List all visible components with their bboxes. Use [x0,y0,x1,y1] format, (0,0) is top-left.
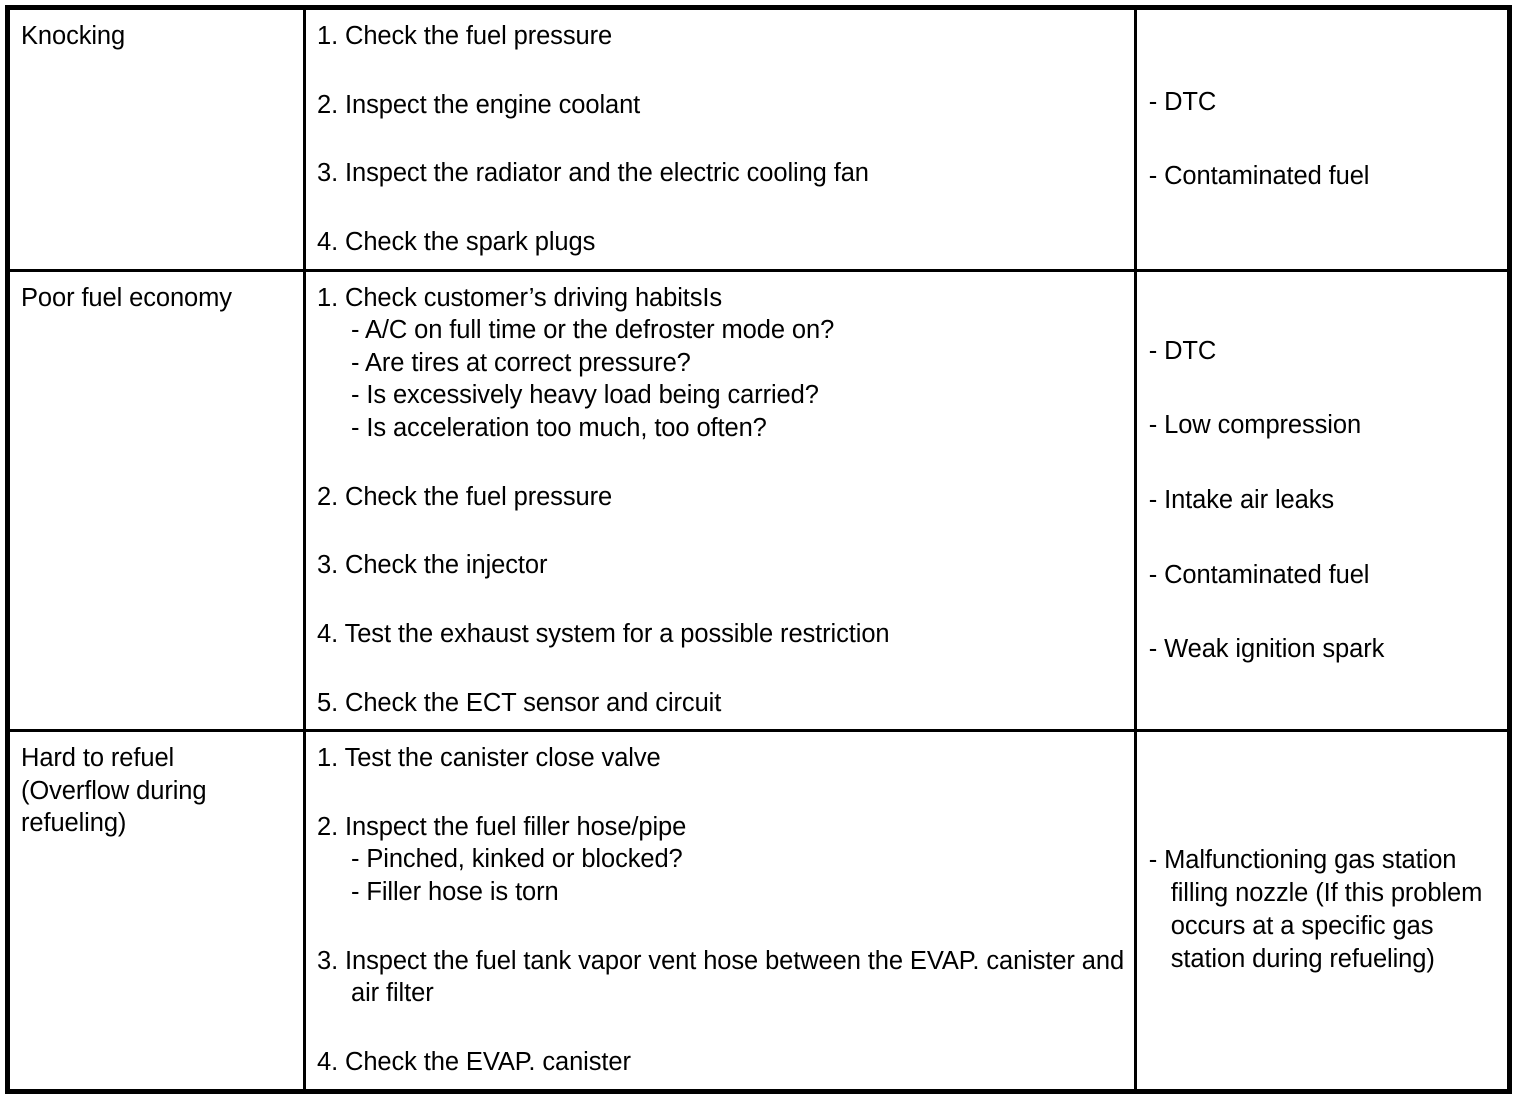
inspection-step-list: 1. Check the fuel pressure 2. Inspect th… [306,10,1134,269]
inspection-substep: - Are tires at correct pressure? [350,348,691,377]
cause-list: - DTC - Low compression - Intake air lea… [1137,325,1507,676]
inspection-cell-poor-fuel-economy: 1. Check customer’s driving habitsIs - A… [304,268,1137,731]
spacer [1149,591,1501,633]
inspection-step: 4. Test the exhaust system for a possibl… [316,619,890,648]
spacer [317,53,1126,89]
inspection-step: 2. Inspect the fuel filler hose/pipe [316,812,687,841]
inspection-cell-knocking: 1. Check the fuel pressure 2. Inspect th… [304,7,1137,270]
symptom-text-block: Poor fuel economy [10,272,303,325]
cause-item: - Weak ignition spark [1148,635,1385,664]
inspection-substep: - Is excessively heavy load being carrie… [350,381,819,410]
symptom-label-line3: refueling) [21,809,127,838]
inspection-step-list: 1. Check customer’s driving habitsIs - A… [306,272,1134,730]
symptom-label: Poor fuel economy [21,283,232,312]
table-row: Knocking 1. Check the fuel pressure 2. I… [7,7,1510,270]
inspection-step: 1. Test the canister close valve [316,744,661,773]
inspection-step: 3. Inspect the radiator and the electric… [316,159,869,188]
spacer [317,651,1126,687]
table-row: Hard to refuel (Overflow during refuelin… [7,729,1510,1091]
inspection-step: 4. Check the spark plugs [316,227,596,256]
spacer [317,445,1126,481]
cause-item: - Contaminated fuel [1148,162,1370,191]
cause-cell-knocking: - DTC - Contaminated fuel [1135,7,1510,270]
cause-cell-hard-to-refuel: - Malfunctioning gas station filling noz… [1135,729,1510,1091]
table-row: Poor fuel economy 1. Check customer’s dr… [7,268,1510,731]
inspection-step: 1. Check the fuel pressure [316,22,613,50]
cause-item: - Low compression [1148,411,1362,440]
inspection-substep: - Pinched, kinked or blocked? [350,845,683,874]
symptom-text-block: Hard to refuel (Overflow during refuelin… [10,732,303,850]
spacer [1149,442,1501,484]
inspection-cell-hard-to-refuel: 1. Test the canister close valve 2. Insp… [304,729,1137,1091]
cause-cell-poor-fuel-economy: - DTC - Low compression - Intake air lea… [1135,268,1510,731]
inspection-substep: - A/C on full time or the defroster mode… [350,316,835,345]
table-body: Knocking 1. Check the fuel pressure 2. I… [7,7,1510,1091]
inspection-step-list: 1. Test the canister close valve 2. Insp… [306,732,1134,1088]
inspection-step-continuation: air filter [350,979,434,1008]
symptom-cell-hard-to-refuel: Hard to refuel (Overflow during refuelin… [7,729,306,1091]
inspection-step: 2. Check the fuel pressure [316,482,613,511]
cause-item: - Intake air leaks [1148,486,1335,514]
inspection-step: 3. Inspect the fuel tank vapor vent hose… [316,946,1125,975]
symptom-label: Knocking [21,22,126,50]
spacer [317,190,1126,226]
cause-item: - DTC [1148,336,1217,365]
cause-list: - Malfunctioning gas station filling noz… [1137,834,1507,987]
spacer [317,909,1126,945]
cause-item: - Malfunctioning gas station filling noz… [1148,846,1483,974]
symptom-text-block: Knocking [10,10,303,63]
cause-list: - DTC - Contaminated fuel [1137,76,1507,203]
spacer [317,121,1126,157]
spacer [317,513,1126,549]
inspection-step: 5. Check the ECT sensor and circuit [316,688,722,717]
symptom-label: Hard to refuel [21,744,175,773]
inspection-step: 2. Inspect the engine coolant [316,90,641,119]
symptom-cell-poor-fuel-economy: Poor fuel economy [7,268,306,731]
cause-item: - Contaminated fuel [1148,560,1370,589]
spacer [317,1010,1126,1046]
spacer [1149,517,1501,559]
page-root: Knocking 1. Check the fuel pressure 2. I… [5,5,1512,1094]
inspection-step: 1. Check customer’s driving habitsIs [316,283,723,312]
spacer [1149,118,1501,160]
troubleshooting-table: Knocking 1. Check the fuel pressure 2. I… [5,5,1512,1094]
inspection-substep: - Filler hose is torn [350,878,559,906]
spacer [317,582,1126,618]
symptom-cell-knocking: Knocking [7,7,306,270]
symptom-label-line2: (Overflow during [21,776,207,805]
inspection-substep: - Is acceleration too much, too often? [350,414,767,442]
cause-item: - DTC [1148,87,1217,116]
inspection-step: 4. Check the EVAP. canister [316,1047,631,1076]
inspection-step: 3. Check the injector [316,551,548,580]
spacer [317,775,1126,811]
spacer [1149,367,1501,409]
